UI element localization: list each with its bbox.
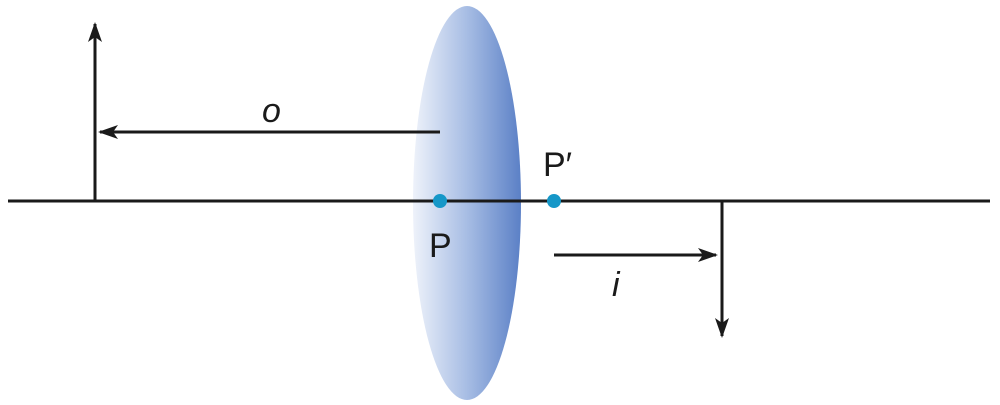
lens [413, 6, 521, 400]
principal-point-p-prime [547, 194, 561, 208]
object-distance-label: o [262, 92, 281, 130]
principal-point-p-prime-label: P′ [543, 146, 572, 184]
principal-point-p [433, 194, 447, 208]
principal-point-p-label: P [429, 227, 452, 265]
image-distance-label: i [612, 266, 621, 304]
